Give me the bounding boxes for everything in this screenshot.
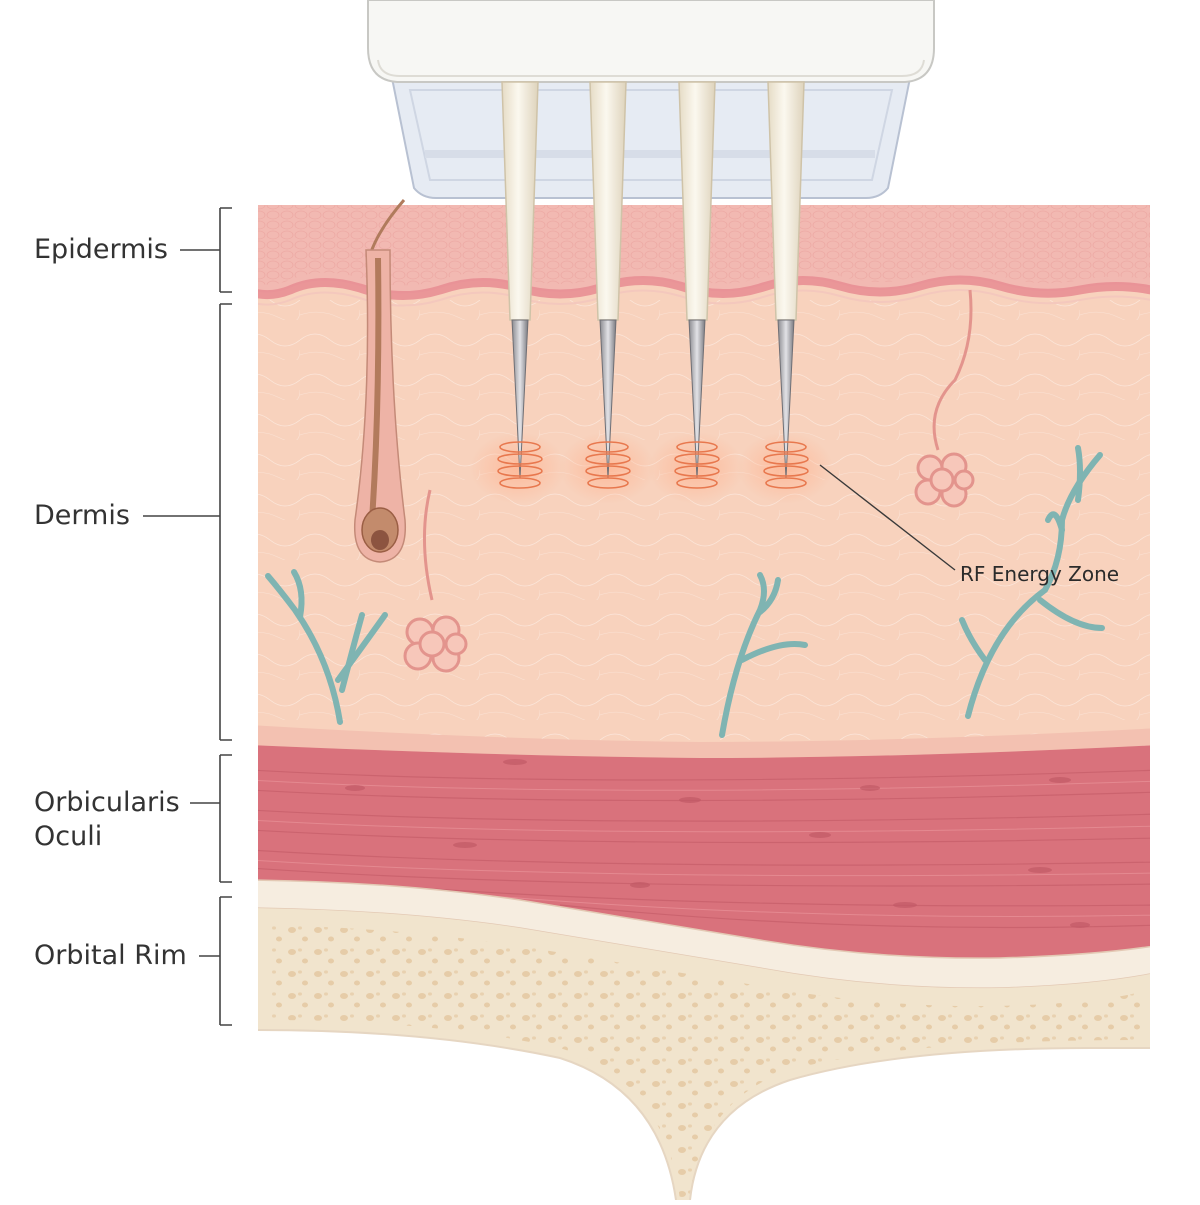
microneedle-3 — [678, 81, 716, 479]
label-dermis: Dermis — [34, 500, 130, 531]
label-orbital-rim: Orbital Rim — [34, 940, 187, 971]
rf-energy-rings — [497, 441, 809, 489]
rf-leader-line — [819, 464, 956, 571]
sweat-gland-right — [914, 289, 975, 508]
layer-brackets — [143, 207, 232, 1026]
label-rf-energy-zone: RF Energy Zone — [960, 562, 1120, 586]
hair-follicle — [353, 199, 407, 563]
microneedle-1 — [501, 81, 539, 479]
rf-device-handpiece — [367, 0, 935, 199]
microneedle-4 — [767, 81, 805, 479]
label-orbicularis: Orbicularis — [34, 787, 180, 818]
label-epidermis: Epidermis — [34, 234, 168, 265]
label-oculi: Oculi — [34, 821, 103, 852]
blood-vessels — [265, 445, 1105, 738]
sweat-gland-left — [403, 489, 468, 673]
microneedle-2 — [589, 81, 627, 479]
